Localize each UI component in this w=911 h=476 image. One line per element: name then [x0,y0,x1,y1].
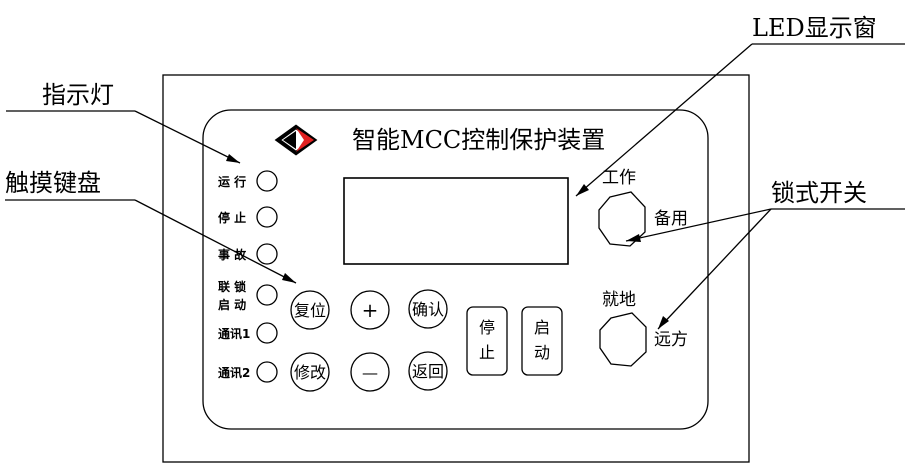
modify-key[interactable]: 修改 [290,352,330,392]
minus-key-label: — [362,363,378,382]
indicator-label-stop: 停 止 [218,210,246,225]
indicator-label-fault: 事 故 [218,247,247,262]
inner-panel [202,109,709,430]
start-key[interactable]: 启 动 [521,306,563,376]
indicator-label-interlock-line1: 联 锁 [218,279,246,294]
plus-key-label: + [362,298,379,322]
remote-label: 远方 [654,330,688,350]
plus-key[interactable]: + [350,290,390,330]
back-key-label: 返回 [412,362,444,381]
modify-key-label: 修改 [294,363,326,382]
indicator-stop-lamp [256,206,278,228]
panel-title: 智能MCC控制保护装置 [352,126,605,154]
outer-frame [162,74,750,463]
callout-lock-arrow-lower [658,316,669,329]
stop-key-label-1: 停 [479,318,495,337]
confirm-key-label: 确认 [412,300,444,319]
work-standby-switch[interactable] [598,191,646,247]
stop-key-label-2: 止 [479,343,495,362]
callout-led-arrow [576,184,589,196]
stop-key[interactable]: 停 止 [466,306,508,376]
callout-indicator-arrow [226,154,240,163]
callout-lock-arrow-upper [626,234,641,242]
indicator-comm1-lamp [256,322,278,344]
back-key[interactable]: 返回 [408,351,448,391]
indicator-label-comm2: 通讯2 [218,365,250,380]
keypad: 复位 + 确认 修改 — 返回 停 止 启 [290,289,563,392]
callout-indicator: 指示灯 [42,81,114,109]
local-label: 就地 [602,290,636,310]
callout-led-window: LED显示窗 [752,14,877,42]
indicator-run-lamp [256,170,278,192]
indicator-interlock-lamp [256,284,278,306]
indicator-label-run: 运 行 [218,174,246,189]
callout-keypad: 触摸键盘 [5,169,101,197]
indicator-fault-lamp [256,243,278,265]
indicator-comm2-lamp [256,361,278,383]
minus-key[interactable]: — [350,352,390,392]
brand-logo [274,124,318,156]
local-remote-switch[interactable] [599,312,647,367]
start-key-label-2: 动 [534,343,550,362]
callout-led-leader [575,43,753,197]
callout-keypad-arrow [282,273,296,283]
start-key-label-1: 启 [534,318,550,337]
work-label: 工作 [602,168,636,188]
reset-key-label: 复位 [294,301,326,320]
standby-label: 备用 [654,209,688,229]
led-display-window [343,177,569,265]
confirm-key[interactable]: 确认 [408,289,448,329]
indicator-label-comm1: 通讯1 [218,326,250,341]
callout-lock-leader-lower [657,208,772,330]
callout-keypad-leader [134,199,297,284]
callout-indicator-leader [134,110,241,164]
callout-lock-leader-upper [625,208,772,242]
indicator-group: 运 行 停 止 事 故 联 锁 启 动 通讯1 通讯2 [218,170,278,383]
indicator-label-interlock-line2: 启 动 [218,297,246,312]
reset-key[interactable]: 复位 [290,290,330,330]
callout-lock-switch: 锁式开关 [771,179,867,207]
